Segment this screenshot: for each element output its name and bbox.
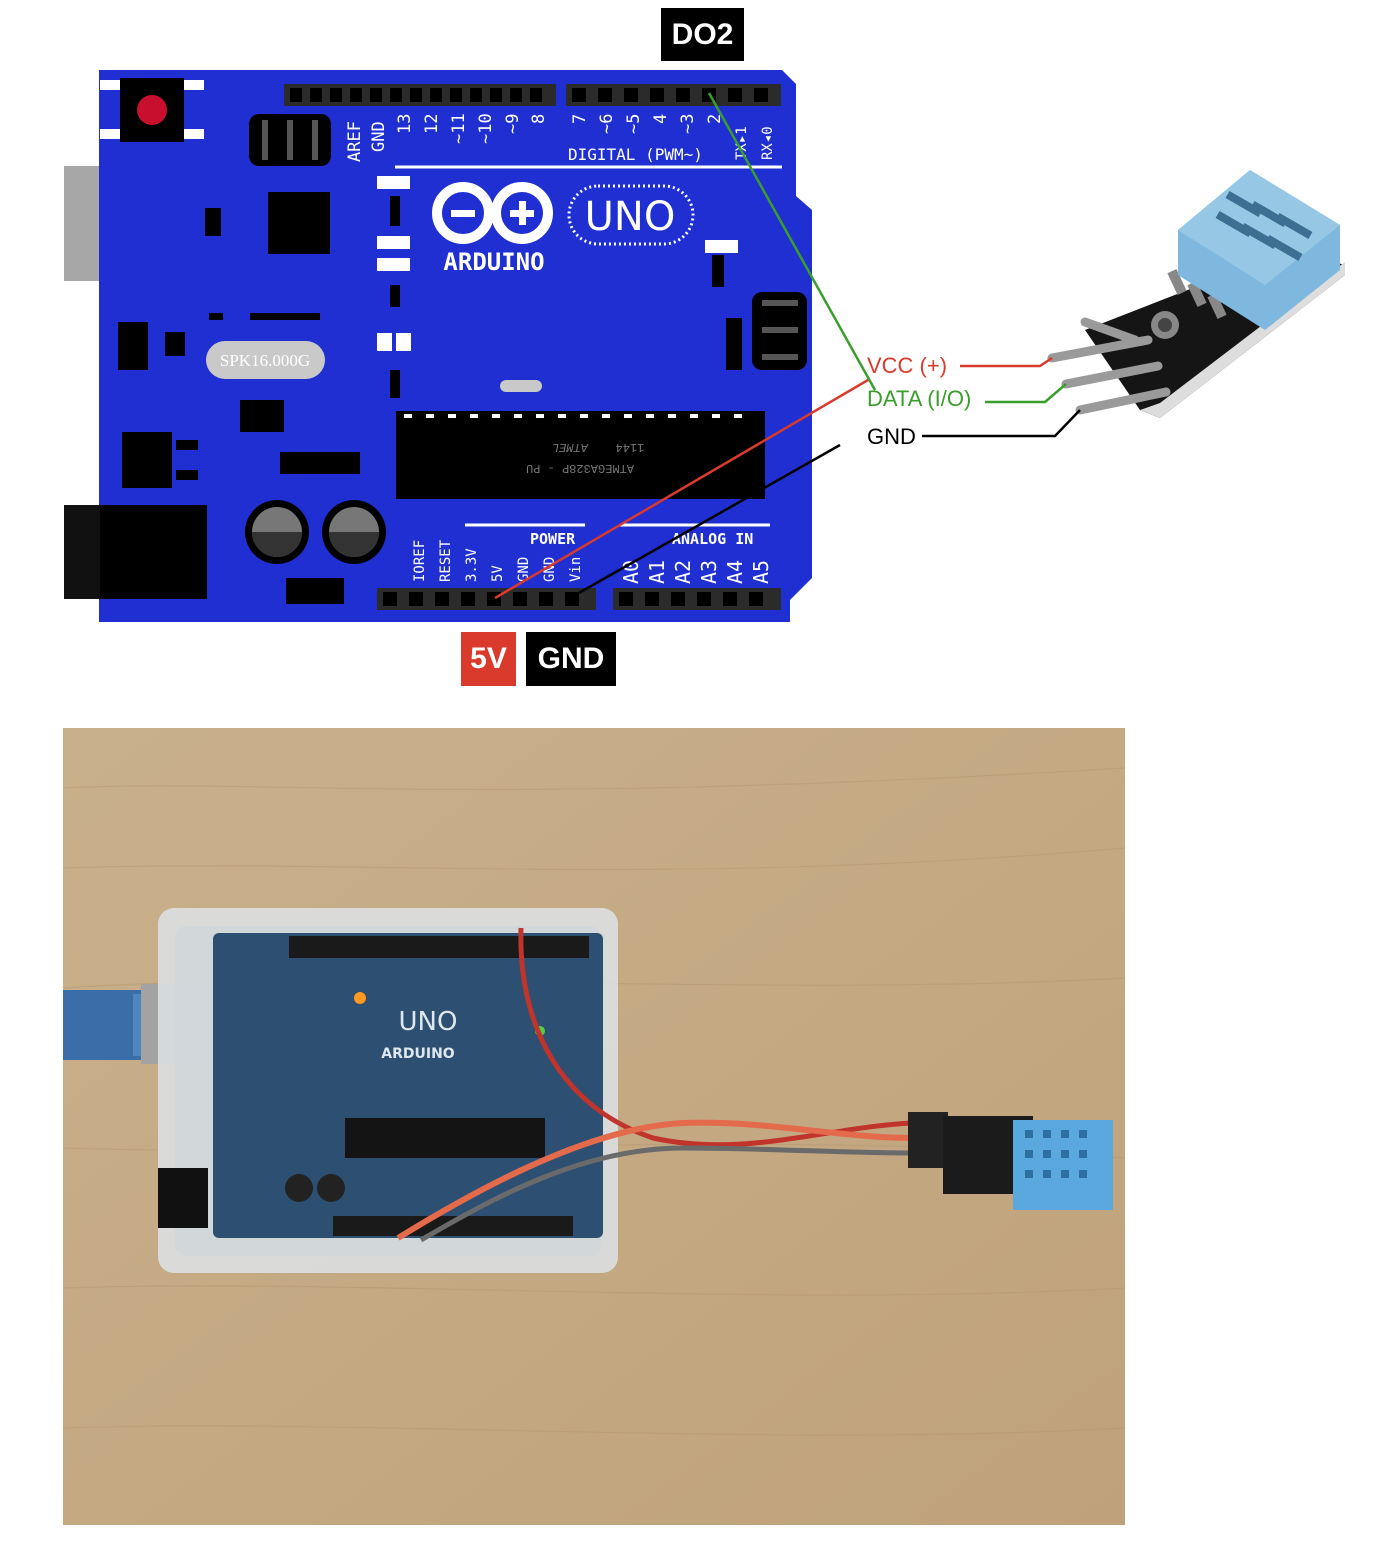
crystal-label: SPK16.000G bbox=[220, 351, 310, 370]
gnd1-label: GND bbox=[516, 557, 532, 582]
icsp-header-top bbox=[249, 114, 331, 166]
photo-power-led bbox=[354, 992, 366, 1004]
photo-uno-text: UNO bbox=[399, 1007, 458, 1037]
capacitor-left bbox=[245, 500, 309, 564]
3v3-label: 3.3V bbox=[464, 548, 480, 582]
a2-label: A2 bbox=[671, 560, 695, 584]
vin-label: Vin bbox=[568, 557, 584, 582]
pin-2: 2 bbox=[705, 114, 725, 124]
ioref-label: IOREF bbox=[412, 540, 428, 582]
chip-line2: 1144 bbox=[616, 440, 645, 454]
a4-label: A4 bbox=[723, 560, 747, 584]
pin-10: ~10 bbox=[476, 113, 496, 144]
analog-header bbox=[613, 588, 781, 610]
digital-label: DIGITAL (PWM~) bbox=[568, 145, 703, 164]
reset-button bbox=[100, 78, 204, 142]
pin-3: ~3 bbox=[678, 114, 698, 134]
vcc-lead bbox=[960, 356, 1053, 368]
vcc-pin-label: VCC (+) bbox=[867, 353, 947, 378]
data-pin-label: DATA (I/O) bbox=[867, 386, 971, 411]
diagram-canvas: SPK16.000G bbox=[64, 70, 1345, 622]
smd-components bbox=[118, 192, 742, 604]
tag-gnd: GND bbox=[526, 632, 616, 686]
pin-4: 4 bbox=[651, 114, 671, 124]
pin-9: ~9 bbox=[503, 114, 523, 134]
power-label: POWER bbox=[530, 530, 576, 548]
pin-0-rx: RX◂0 bbox=[760, 126, 776, 160]
wiring-photo: UNO ARDUINO bbox=[63, 728, 1125, 1525]
reset-label: RESET bbox=[438, 539, 454, 582]
a1-label: A1 bbox=[645, 560, 669, 584]
a5-label: A5 bbox=[749, 560, 773, 584]
tag-do2-label: DO2 bbox=[671, 17, 734, 51]
data-wire bbox=[707, 92, 877, 391]
a3-label: A3 bbox=[697, 560, 721, 584]
pin-13: 13 bbox=[395, 114, 415, 134]
tag-gnd-label: GND bbox=[537, 642, 605, 675]
wiring-diagram: DO2 bbox=[0, 0, 1378, 700]
photo-chip bbox=[345, 1118, 545, 1158]
pin-6: ~6 bbox=[597, 114, 617, 134]
arduino-logo: UNO ARDUINO bbox=[432, 182, 695, 276]
photo-gray-wire bbox=[419, 1145, 912, 1243]
chip-line1: ATMEGA328P - PU bbox=[526, 461, 634, 475]
top-pin-labels: AREF GND 13 12 ~11 ~10 ~9 8 7 ~6 ~5 4 ~3… bbox=[345, 113, 776, 162]
digital-header-left bbox=[284, 84, 556, 106]
pin-12: 12 bbox=[422, 114, 442, 134]
pin-8: 8 bbox=[529, 114, 549, 124]
gnd-pin-label: GND bbox=[867, 424, 916, 449]
power-jack bbox=[100, 505, 207, 599]
tag-do2: DO2 bbox=[661, 8, 744, 61]
gnd-top-label: GND bbox=[369, 121, 389, 152]
atmega-chip: ATMEGA328P - PU 1144 ATMEL bbox=[396, 411, 765, 499]
tag-5v: 5V bbox=[461, 632, 516, 686]
power-header bbox=[377, 588, 596, 610]
crystal: SPK16.000G bbox=[206, 341, 325, 379]
tag-5v-label: 5V bbox=[470, 642, 507, 675]
photo-board bbox=[213, 933, 603, 1238]
photo-dht11 bbox=[908, 1112, 1113, 1210]
uno-text: UNO bbox=[585, 194, 676, 240]
dht11-module bbox=[1047, 170, 1345, 418]
photo-orange-wire bbox=[396, 1119, 912, 1241]
data-lead bbox=[985, 383, 1067, 404]
digital-header-right bbox=[566, 84, 781, 106]
chip-line3: ATMEL bbox=[552, 440, 589, 454]
capacitor-right bbox=[322, 500, 386, 564]
pin-7: 7 bbox=[570, 114, 590, 124]
gnd-lead bbox=[922, 409, 1081, 438]
aref-label: AREF bbox=[345, 121, 365, 162]
arduino-text: ARDUINO bbox=[443, 248, 544, 276]
pin-5: ~5 bbox=[624, 114, 644, 134]
analog-label: ANALOG IN bbox=[672, 530, 753, 548]
pin-1-tx: TX▸1 bbox=[734, 126, 750, 160]
gnd-wire bbox=[569, 443, 841, 600]
leds bbox=[377, 176, 738, 351]
icsp-header-right bbox=[752, 292, 807, 370]
analog-pin-labels: A0 A1 A2 A3 A4 A5 bbox=[619, 560, 773, 584]
vcc-wire bbox=[494, 378, 869, 600]
pin-11: ~11 bbox=[449, 113, 469, 144]
photo-arduino-text: ARDUINO bbox=[381, 1046, 455, 1062]
5v-label: 5V bbox=[490, 565, 506, 582]
